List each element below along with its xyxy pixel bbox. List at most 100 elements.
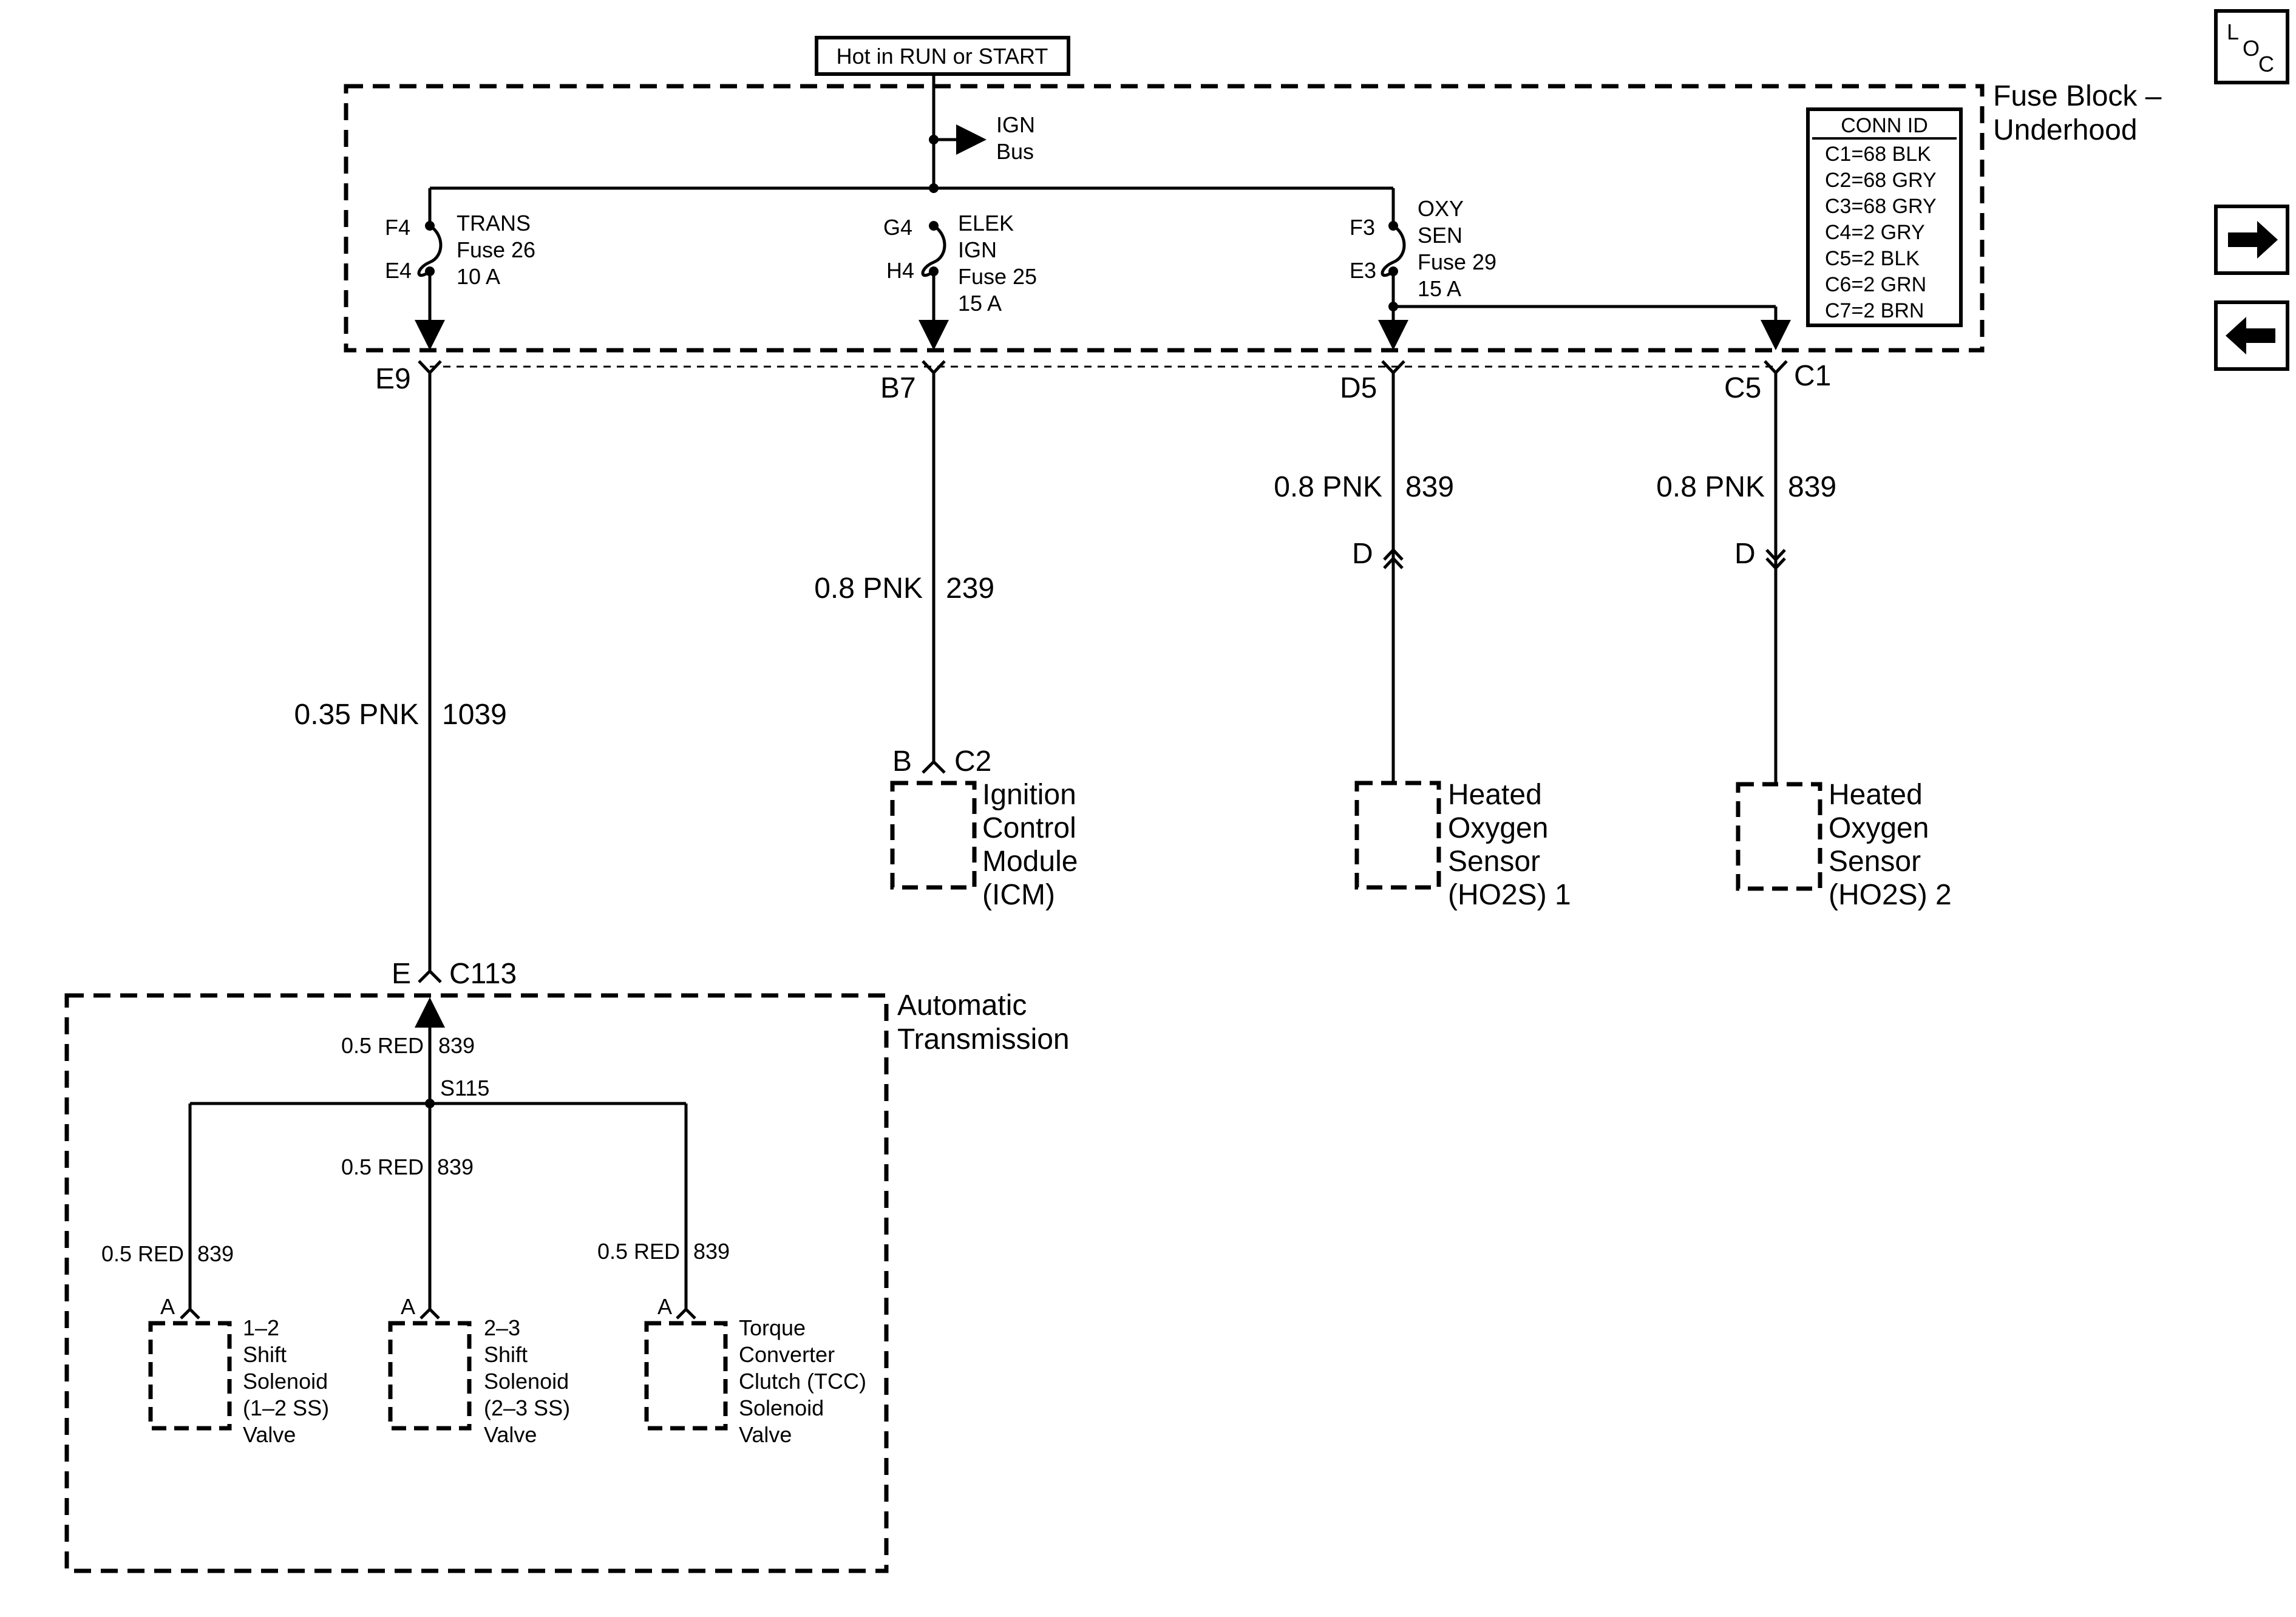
- solenoid-2-pin: A: [401, 1294, 415, 1319]
- icm-label-3: Module: [982, 846, 1078, 878]
- ho2s1-label-3: Sensor: [1448, 846, 1540, 878]
- fuse-elek-ign: G4 H4 ELEK IGN Fuse 25 15 A: [883, 211, 1037, 350]
- trans-wire-circuit: 839: [437, 1154, 474, 1179]
- terminal-b7: B7: [880, 372, 916, 404]
- fuse-oxy-line-4: 15 A: [1418, 276, 1461, 301]
- supply-label: Hot in RUN or START: [837, 44, 1048, 69]
- fuse-block-title-1: Fuse Block –: [1993, 80, 2162, 112]
- wire-239-size: 0.8 PNK: [814, 572, 923, 605]
- conn-id-row: C2=68 GRY: [1825, 169, 1937, 192]
- trans-wire-size: 0.5 RED: [341, 1033, 424, 1058]
- fuse-elek-in-pin: G4: [883, 215, 912, 240]
- solenoid-2-label: 2–3: [484, 1315, 520, 1340]
- ho2s2-label-2: Oxygen: [1829, 812, 1929, 844]
- solenoid-3-label: Solenoid: [739, 1395, 824, 1420]
- solenoid-2-label: Valve: [484, 1422, 537, 1447]
- tcc-solenoid-box: [644, 1321, 728, 1431]
- fuse-oxy-line-3: Fuse 29: [1418, 249, 1496, 274]
- ign-bus-label-2: Bus: [996, 139, 1034, 164]
- solenoid-3-pin: A: [657, 1294, 672, 1319]
- loc-button[interactable]: L O C: [2214, 9, 2289, 84]
- transmission-border: [64, 993, 889, 1573]
- fuse-oxy-line-2: SEN: [1418, 223, 1462, 248]
- solenoid-1-label: Valve: [243, 1422, 296, 1447]
- terminal-d5: D5: [1340, 372, 1377, 404]
- fuse-elek-line-3: Fuse 25: [958, 264, 1037, 289]
- solenoid-3-label: Clutch (TCC): [739, 1369, 866, 1394]
- wire-1039-circuit: 1039: [442, 699, 507, 731]
- fuse-elek-out-pin: H4: [886, 258, 914, 283]
- solenoid-1-label: Solenoid: [243, 1369, 328, 1394]
- next-button[interactable]: [2214, 205, 2289, 275]
- fuse-oxy-line-1: OXY: [1418, 196, 1464, 221]
- ho2s2-box: [1736, 782, 1822, 891]
- icm-connector: C2: [954, 745, 991, 778]
- icm-label-2: Control: [982, 812, 1076, 844]
- solenoid-2-label: Shift: [484, 1342, 528, 1367]
- wire-1039-size: 0.35 PNK: [294, 699, 419, 731]
- ho2s1-label-1: Heated: [1448, 779, 1542, 811]
- conn-id-row: C6=2 GRN: [1825, 273, 1926, 296]
- transmission-title-2: Transmission: [897, 1023, 1070, 1056]
- supply-label-box: Hot in RUN or START: [815, 36, 1070, 76]
- loc-letter-l: L: [2227, 19, 2239, 44]
- terminal-c5: C5: [1724, 372, 1761, 404]
- conn-id-title: CONN ID: [1841, 114, 1928, 137]
- trans-wire-circuit: 839: [197, 1241, 234, 1266]
- fuse-oxy-in-pin: F3: [1350, 215, 1375, 240]
- arrow-left-icon: [2226, 317, 2275, 354]
- icm-label-1: Ignition: [982, 779, 1076, 811]
- fuse-trans-line-2: Fuse 26: [457, 237, 535, 262]
- transmission-title-1: Automatic: [897, 989, 1027, 1022]
- loc-letter-o: O: [2243, 36, 2260, 61]
- trans-wire-size: 0.5 RED: [597, 1239, 680, 1264]
- ho2s1-label-4: (HO2S) 1: [1448, 879, 1571, 911]
- solenoid-1-label: 1–2: [243, 1315, 279, 1340]
- connector-c1: C1: [1794, 360, 1831, 392]
- ho2s2-label-4: (HO2S) 2: [1829, 879, 1952, 911]
- fuse-elek-line-4: 15 A: [958, 291, 1002, 316]
- terminal-e9: E9: [375, 363, 411, 395]
- wire-ho2s1-circuit: 839: [1405, 471, 1454, 503]
- fuse-trans-out-pin: E4: [385, 258, 412, 283]
- fuse-elek-line-2: IGN: [958, 237, 997, 262]
- fuse-elek-line-1: ELEK: [958, 211, 1014, 236]
- fuse-trans-in-pin: F4: [385, 215, 410, 240]
- conn-id-row: C5=2 BLK: [1825, 247, 1920, 270]
- solenoid-1-pin: A: [160, 1294, 175, 1319]
- icm-label-4: (ICM): [982, 879, 1055, 911]
- solenoid-3-label: Converter: [739, 1342, 835, 1367]
- splice-s115: S115: [440, 1076, 489, 1100]
- wire-ho2s2-circuit: 839: [1788, 471, 1836, 503]
- arrow-right-icon: [2228, 221, 2278, 259]
- conn-id-row: C4=2 GRY: [1825, 221, 1925, 244]
- ho2s2-label-1: Heated: [1829, 779, 1923, 811]
- solenoid-2-label: (2–3 SS): [484, 1395, 570, 1420]
- solenoid-1-label: Shift: [243, 1342, 287, 1367]
- trans-wire-circuit: 839: [693, 1239, 730, 1264]
- fuse-oxy-sen: F3 E3 OXY SEN Fuse 29 15 A: [1350, 188, 1791, 350]
- c113-pin: E: [392, 958, 411, 990]
- trans-wire-size: 0.5 RED: [101, 1241, 184, 1266]
- solenoid-3-label: Valve: [739, 1422, 792, 1447]
- solenoid-1-2-box: [148, 1321, 232, 1431]
- wire-239-circuit: 239: [946, 572, 994, 605]
- ho2s1-box: [1354, 781, 1441, 890]
- inline-connector-d2: D: [1734, 538, 1756, 570]
- fuse-trans: F4 E4 TRANS Fuse 26 10 A: [385, 188, 535, 350]
- fuse-trans-line-1: TRANS: [457, 211, 531, 236]
- conn-id-row: C3=68 GRY: [1825, 195, 1937, 218]
- ho2s2-label-3: Sensor: [1829, 846, 1921, 878]
- fuse-block-border: [344, 84, 1985, 353]
- conn-id-table: CONN ID C1=68 BLK C2=68 GRY C3=68 GRY C4…: [1806, 107, 1963, 327]
- inline-connector-d1: D: [1352, 538, 1373, 570]
- wire-ho2s2-size: 0.8 PNK: [1656, 471, 1765, 503]
- loc-letter-c: C: [2258, 52, 2274, 76]
- ho2s1-label-2: Oxygen: [1448, 812, 1548, 844]
- previous-button[interactable]: [2214, 300, 2289, 371]
- fuse-trans-line-3: 10 A: [457, 264, 500, 289]
- solenoid-2-label: Solenoid: [484, 1369, 569, 1394]
- icm-box: [890, 781, 977, 890]
- trans-wire-size: 0.5 RED: [341, 1154, 424, 1179]
